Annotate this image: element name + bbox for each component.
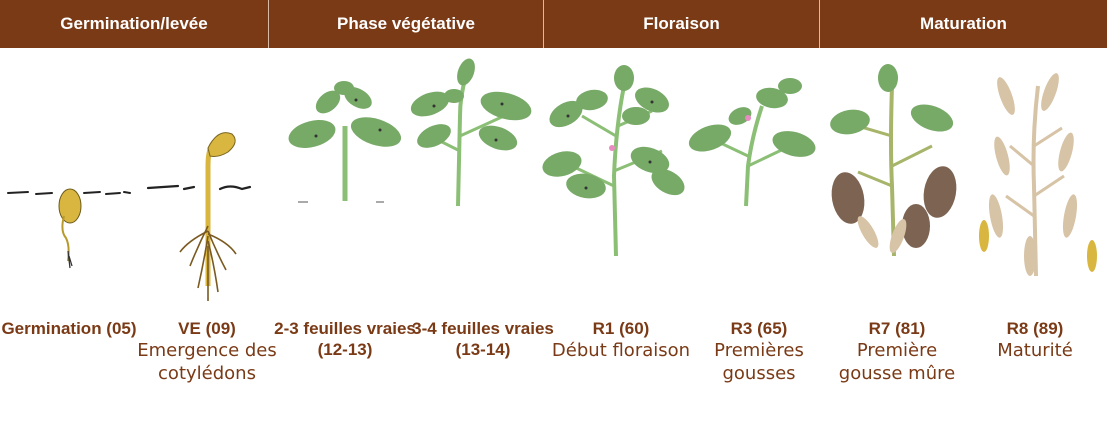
stage-code: 3-4 feuilles vraies (13-14) [410, 318, 556, 360]
mature-plant-icon [966, 56, 1104, 316]
stage-code: R3 (65) [686, 318, 832, 339]
stage-r7: R7 (81) Première gousse mûre [828, 56, 966, 430]
stage-2-3-leaves: 2-3 feuilles vraies (12-13) [276, 56, 414, 430]
stage-code: R1 (60) [548, 318, 694, 339]
stage-description: Premières gousses [686, 339, 832, 385]
phase-flowering: Floraison [543, 0, 819, 48]
phase-header: Germination/levée Phase végétative Flora… [0, 0, 1107, 48]
stage-description: Première gousse mûre [824, 339, 970, 385]
stage-code: VE (09) [134, 318, 280, 339]
phase-germination: Germination/levée [0, 0, 268, 48]
stage-code: Germination (05) [0, 318, 142, 339]
maturing-plant-icon [828, 56, 966, 316]
phase-vegetative: Phase végétative [268, 0, 543, 48]
stage-ve: VE (09) Emergence des cotylédons [138, 56, 276, 430]
stage-germination: Germination (05) [0, 56, 138, 430]
stage-description: Maturité [962, 339, 1107, 362]
leafy-plant-icon [414, 56, 552, 316]
stage-code: R8 (89) [962, 318, 1107, 339]
young-plant-icon [276, 56, 414, 316]
flowering-plant-icon [552, 56, 690, 316]
stage-code: 2-3 feuilles vraies (12-13) [272, 318, 418, 360]
stage-r1: R1 (60) Début floraison [552, 56, 690, 430]
stage-description: Emergence des cotylédons [134, 339, 280, 385]
phase-maturation: Maturation [819, 0, 1107, 48]
stage-r8: R8 (89) Maturité [966, 56, 1104, 430]
podding-plant-icon [690, 56, 828, 316]
germinating-seed-icon [0, 56, 138, 316]
stage-description: Début floraison [548, 339, 694, 362]
emerging-seedling-icon [138, 56, 276, 316]
stage-code: R7 (81) [824, 318, 970, 339]
stage-r3: R3 (65) Premières gousses [690, 56, 828, 430]
stage-3-4-leaves: 3-4 feuilles vraies (13-14) [414, 56, 552, 430]
